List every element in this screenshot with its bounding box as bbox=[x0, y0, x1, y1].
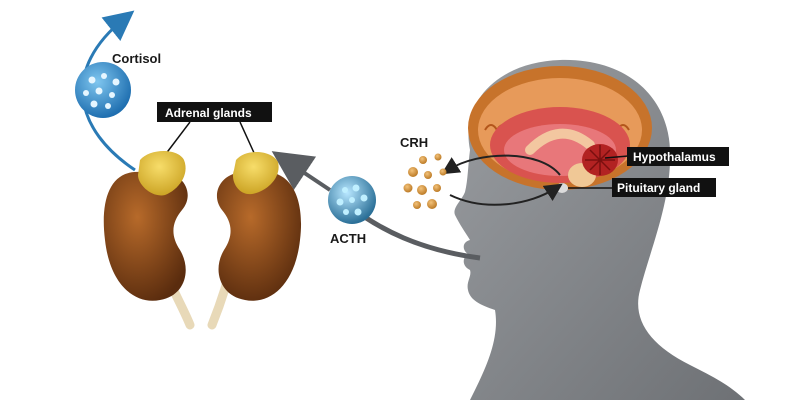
adrenal-glands-label-box: Adrenal glands bbox=[157, 102, 272, 122]
adrenal-gland-left-icon bbox=[138, 151, 186, 196]
pituitary-gland-label-box: Pituitary gland bbox=[612, 178, 716, 197]
acth-arrow bbox=[271, 151, 481, 261]
brain-icon bbox=[468, 66, 652, 193]
pituitary-gland-label: Pituitary gland bbox=[617, 181, 700, 195]
cortisol-label: Cortisol bbox=[112, 51, 161, 66]
cortisol-molecule-icon bbox=[75, 62, 131, 118]
hypothalamus-label: Hypothalamus bbox=[633, 150, 716, 164]
adrenal-glands-label: Adrenal glands bbox=[165, 106, 252, 120]
hypothalamus-label-box: Hypothalamus bbox=[627, 147, 729, 166]
kidney-left-icon bbox=[103, 171, 195, 330]
crh-particles-icon bbox=[403, 153, 447, 209]
crh-loop-arrow bbox=[441, 154, 563, 206]
kidney-right-icon bbox=[207, 171, 302, 330]
crh-label: CRH bbox=[400, 135, 428, 150]
adrenal-gland-right-icon bbox=[232, 151, 279, 195]
acth-molecule-icon bbox=[328, 176, 376, 224]
acth-label: ACTH bbox=[330, 231, 366, 246]
